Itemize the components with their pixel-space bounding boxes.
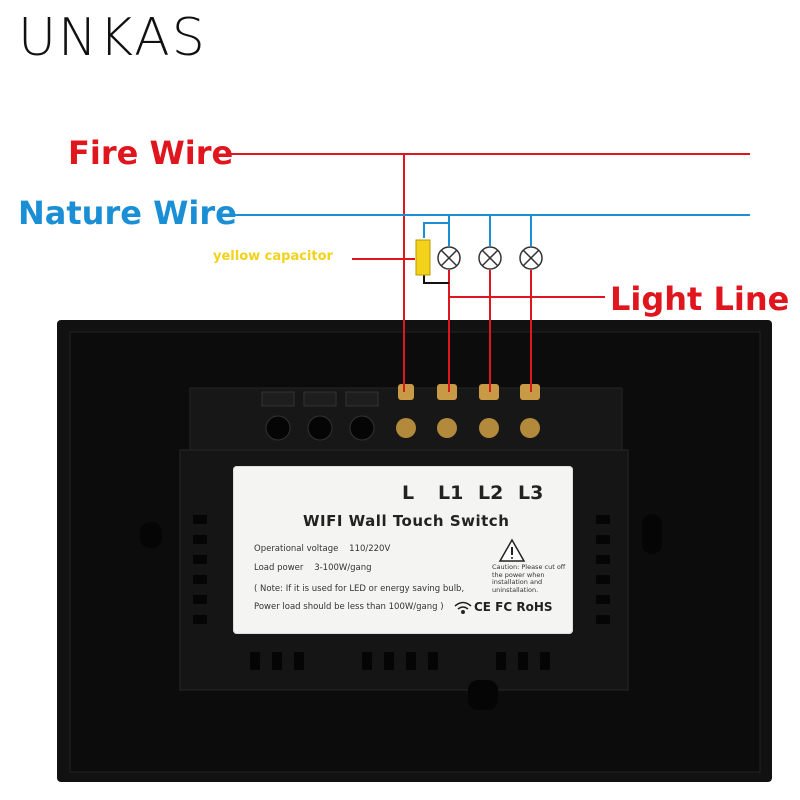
terminal-label-L1: L1 [438,482,464,504]
spec-load: Load power 3-100W/gang [254,563,372,573]
spec-voltage: Operational voltage 110/220V [254,544,390,554]
screw-L [396,384,416,438]
terminal-holes [261,391,379,441]
voltage-label: Operational voltage [254,544,339,554]
terminal-label-L2: L2 [478,482,504,504]
light-line-wires [352,258,605,392]
light-line-label: Light Line [610,280,790,318]
terminal-label-L3: L3 [518,482,544,504]
capacitor-label: yellow capacitor [213,249,333,264]
screw-L1 [437,384,457,438]
lamp-icon [519,246,543,270]
lamp-icon [478,246,502,270]
load-value: 3-100W/gang [314,563,372,573]
brand-logo: UNKAS [18,8,207,68]
terminal-label-L: L [402,482,415,504]
caution-text: Caution: Please cut off the power when i… [492,563,566,594]
load-label: Load power [254,563,304,573]
yellow-capacitor [415,239,449,284]
screw-L2 [479,384,499,438]
fire-wire [226,153,750,392]
fire-wire-label: Fire Wire [68,134,234,172]
lamp-icon [437,246,461,270]
nature-wire [226,214,750,246]
sticker-title: WIFI Wall Touch Switch [303,512,510,530]
nature-wire-label: Nature Wire [18,194,237,232]
spec-note-line2: Power load should be less than 100W/gang… [254,602,444,612]
spec-note-line1: ( Note: If it is used for LED or energy … [254,584,465,594]
voltage-value: 110/220V [349,544,391,554]
certification-marks: CE FC RoHS [474,600,553,614]
vents [193,515,610,670]
